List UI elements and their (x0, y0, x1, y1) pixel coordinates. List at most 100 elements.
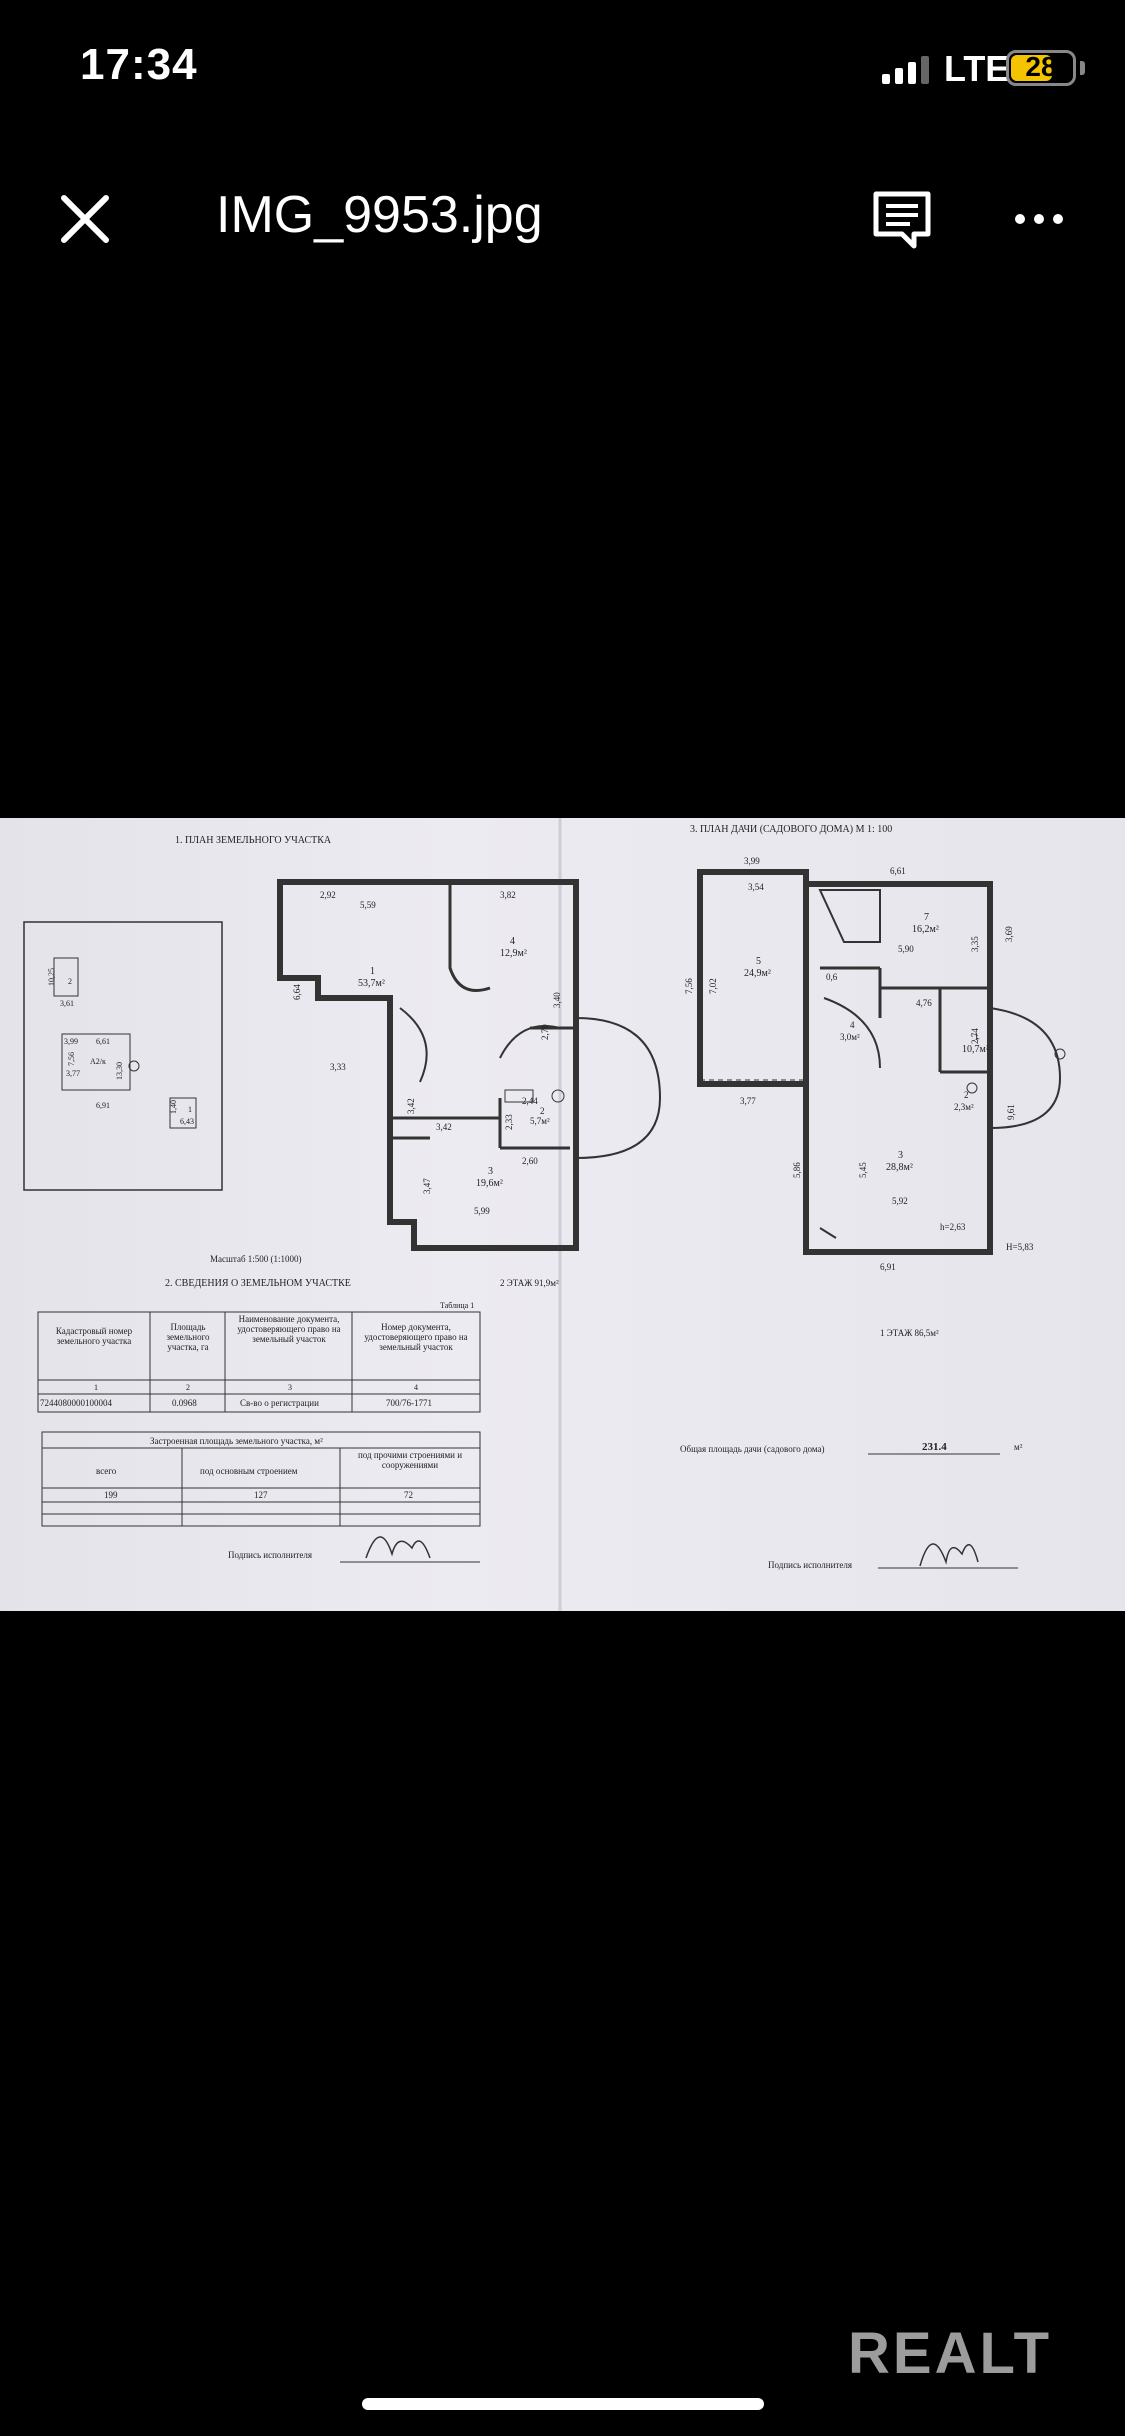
plan-dim: 3,77 (740, 1096, 756, 1106)
plan-dim: 3,54 (748, 882, 764, 892)
room-number: 7 (924, 912, 929, 923)
viewer-toolbar: IMG_9953.jpg (0, 170, 1125, 260)
comment-icon (873, 191, 931, 249)
site-dim: 2 (68, 977, 72, 986)
status-bar: 17:34 LTE 28 (0, 0, 1125, 140)
room-area: 24,9м² (744, 968, 771, 979)
signature-left (365, 1536, 431, 1559)
plan-dim: 5,92 (892, 1196, 908, 1206)
table1-num: 1 (94, 1383, 98, 1392)
plan-dim: 3,47 (422, 1178, 432, 1194)
home-indicator[interactable] (362, 2398, 764, 2410)
plan-dim: 3,42 (406, 1098, 416, 1114)
room-number: 1 (974, 1032, 979, 1043)
site-dim: 6,91 (96, 1101, 110, 1110)
total-area-unit: м² (1014, 1442, 1023, 1452)
more-button[interactable] (1012, 192, 1066, 246)
plan-dim: 2,92 (320, 890, 336, 900)
height-note: h=2,63 (940, 1222, 966, 1232)
room-number: 3 (898, 1150, 903, 1161)
table1-cell: 700/76-1771 (386, 1398, 432, 1408)
plan-dim: 5,99 (474, 1206, 490, 1216)
plan-dim: 9,61 (1006, 1104, 1016, 1120)
realt-watermark: REALT (848, 2321, 1053, 2386)
signal-icon (882, 56, 929, 84)
plan-dim: 5,45 (858, 1162, 868, 1178)
table2-header: всего (96, 1466, 117, 1476)
table1-header: Площадь земельного участка, га (166, 1322, 210, 1352)
room-number: 5 (756, 956, 761, 967)
total-area-value: 231.4 (922, 1441, 947, 1453)
plan-dim: 3,33 (330, 1062, 346, 1072)
battery-percent: 28 (1025, 51, 1057, 82)
battery-level (1011, 55, 1053, 81)
battery-tip (1080, 61, 1085, 75)
plan-dim: 0,6 (826, 972, 838, 982)
room-area: 3,0м² (840, 1032, 860, 1042)
signature-right (919, 1543, 979, 1567)
plan-dim: 6,61 (890, 866, 906, 876)
plan-dim: 3,40 (552, 992, 562, 1008)
table1-header: Кадастровый номер земельного участка (55, 1326, 133, 1346)
table1-num: 3 (288, 1383, 292, 1392)
left-title: 1. ПЛАН ЗЕМЕЛЬНОГО УЧАСТКА (175, 835, 332, 846)
comment-button[interactable] (870, 188, 934, 252)
room-area: 16,2м² (912, 924, 939, 935)
room-area: 19,6м² (476, 1178, 503, 1189)
plan-dim: 3,42 (436, 1122, 452, 1132)
room-number: 1 (370, 966, 375, 977)
room-area: 5,7м² (530, 1116, 550, 1126)
table-2 (41, 1431, 481, 1527)
plan-dim: 3,82 (500, 890, 516, 900)
signature-label: Подпись исполнителя (768, 1560, 852, 1570)
site-dim: 1,40 (169, 1100, 178, 1114)
room-area: 28,8м² (886, 1162, 913, 1173)
section2-title: 2. СВЕДЕНИЯ О ЗЕМЕЛЬНОМ УЧАСТКЕ (165, 1278, 351, 1289)
plan-dim: 4,76 (916, 998, 932, 1008)
site-dim: 3,77 (66, 1069, 80, 1078)
plan-dim: 2,44 (522, 1096, 538, 1106)
room-area: 53,7м² (358, 978, 385, 989)
floor1-label: 1 ЭТАЖ 86,5м² (880, 1328, 939, 1338)
room-number: 4 (510, 936, 515, 947)
table1-num: 4 (414, 1383, 418, 1392)
plan-dim: 5,59 (360, 900, 376, 910)
room-area: 12,9м² (500, 948, 527, 959)
site-dim: 3,99 (64, 1037, 78, 1046)
plan-dim: 7,56 (684, 978, 694, 994)
status-time: 17:34 (80, 40, 198, 89)
table-1 (37, 1311, 481, 1413)
site-dim: 7,56 (67, 1052, 76, 1066)
plan-dim: 3,69 (1004, 926, 1014, 942)
table1-cell: 0.0968 (172, 1398, 197, 1408)
table2-header: под основным строением (200, 1466, 298, 1476)
plan-dim: 6,91 (880, 1262, 896, 1272)
floor2-label: 2 ЭТАЖ 91,9м² (500, 1278, 559, 1288)
height-note: H=5,83 (1006, 1242, 1034, 1252)
site-label: А2/к (90, 1057, 106, 1066)
table2-title: Застроенная площадь земельного участка, … (150, 1436, 323, 1446)
plan-dim: 6,64 (292, 984, 302, 1000)
site-dim: 6,61 (96, 1037, 110, 1046)
table1-header: Наименование документа, удостоверяющего … (237, 1314, 341, 1344)
document-photo[interactable]: 1. ПЛАН ЗЕМЕЛЬНОГО УЧАСТКА 10,25 2 3,61 … (0, 818, 1125, 1611)
plan-dim: 3,99 (744, 856, 760, 866)
table1-header: Номер документа, удостоверяющего право н… (364, 1322, 468, 1352)
signature-label: Подпись исполнителя (228, 1550, 312, 1560)
plan-dim: 5,90 (898, 944, 914, 954)
table2-cell: 127 (254, 1490, 268, 1500)
site-dim: 13,30 (115, 1062, 124, 1080)
scale-label: Масштаб 1:500 (1:1000) (210, 1254, 302, 1264)
plan-dim: 5,86 (792, 1162, 802, 1178)
floor1-plan (697, 869, 1066, 1255)
file-title: IMG_9953.jpg (216, 186, 543, 244)
table2-cell: 72 (404, 1490, 413, 1500)
room-number: 4 (850, 1020, 855, 1030)
plan-dim: 2,60 (522, 1156, 538, 1166)
site-dim: 6,43 (180, 1117, 194, 1126)
close-button[interactable] (58, 192, 112, 246)
plan-dim: 2,33 (504, 1114, 514, 1130)
plan-dim: 7,02 (708, 978, 718, 994)
plan-dim: 2,70 (540, 1024, 550, 1040)
site-plan: 10,25 2 3,61 3,99 6,61 7,56 3,77 А2/к 13… (23, 921, 223, 1191)
